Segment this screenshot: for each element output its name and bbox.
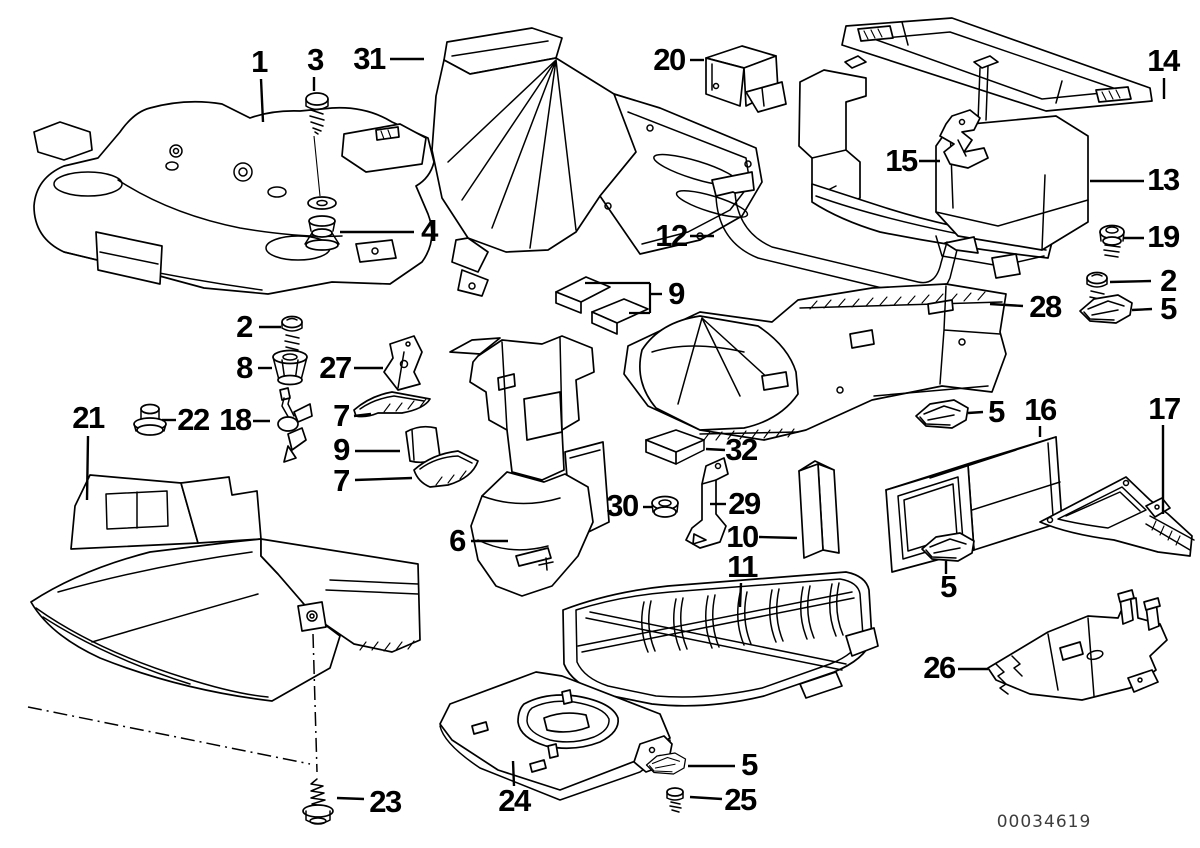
part-1-panel <box>33 100 435 295</box>
part-5-clip <box>915 399 969 429</box>
callout-24: 24 <box>498 783 531 818</box>
leader-line-5 <box>967 410 984 415</box>
callout-20: 20 <box>653 42 686 77</box>
callout-22: 22 <box>177 402 210 437</box>
callout-5: 5 <box>988 394 1005 429</box>
part-8-nut <box>272 349 308 386</box>
callout-27: 27 <box>319 350 352 385</box>
part-9-pieces <box>555 276 649 335</box>
callout-3: 3 <box>307 42 324 77</box>
part-13-duct <box>798 55 1089 279</box>
callout-31: 31 <box>353 41 386 76</box>
leader-line-1 <box>259 78 265 123</box>
part-16-duct <box>885 436 1063 573</box>
callout-9: 9 <box>668 276 685 311</box>
part-5-clip <box>1079 294 1133 324</box>
callout-7: 7 <box>333 398 350 433</box>
callout-26: 26 <box>923 650 956 685</box>
leader-line-28 <box>989 302 1024 308</box>
part-15-bracket <box>939 109 989 169</box>
callout-21: 21 <box>72 400 105 435</box>
callout-23: 23 <box>369 784 402 819</box>
callout-16: 16 <box>1024 392 1057 427</box>
callout-2: 2 <box>1160 263 1177 298</box>
part-24-tray <box>439 671 673 801</box>
part-19-screw <box>1099 224 1125 258</box>
part-30-nut <box>651 495 679 518</box>
callout-29: 29 <box>728 486 761 521</box>
part-6-assembly <box>449 335 610 597</box>
callout-28: 28 <box>1029 289 1062 324</box>
part-25-screw <box>666 787 684 813</box>
part-20-bracket <box>705 45 787 113</box>
callout-32: 32 <box>725 432 758 467</box>
part-22-clip <box>133 403 167 436</box>
part-29-bracket <box>685 457 729 549</box>
part-17-tray <box>1039 476 1195 557</box>
callout-10: 10 <box>726 519 759 554</box>
callout-11: 11 <box>727 549 758 584</box>
leader-line-7 <box>353 412 372 418</box>
callout-2: 2 <box>236 309 253 344</box>
part-21-airdam <box>30 474 421 702</box>
leader-line-23 <box>336 796 365 801</box>
part-26-panel <box>987 589 1168 701</box>
callout-4: 4 <box>421 213 438 248</box>
leader-line-32 <box>705 447 726 452</box>
callout-19: 19 <box>1147 219 1180 254</box>
leader-line-24 <box>511 760 516 787</box>
aux-line <box>313 135 321 197</box>
aux-line <box>312 633 318 773</box>
part-18-bracket <box>277 387 313 463</box>
leader-line-21 <box>85 435 90 501</box>
callout-13: 13 <box>1147 162 1180 197</box>
part-7-panel <box>353 391 431 418</box>
part-27-bracket <box>383 335 423 391</box>
part-4-grommet <box>304 196 340 251</box>
callout-9: 9 <box>333 432 350 467</box>
leader-line-2 <box>1109 279 1152 284</box>
drawing-number: 00034619 <box>996 812 1092 832</box>
callout-8: 8 <box>236 350 253 385</box>
leader-line-11 <box>738 582 743 608</box>
leader-line-5 <box>1131 307 1153 312</box>
callout-7: 7 <box>333 463 350 498</box>
part-31-shield <box>431 27 763 297</box>
callout-5: 5 <box>741 747 758 782</box>
part-14-strip <box>841 17 1153 112</box>
callout-5: 5 <box>1160 291 1177 326</box>
part-28-panel <box>623 283 1007 441</box>
leader-line-7 <box>354 476 413 482</box>
callout-1: 1 <box>251 44 268 79</box>
part-7-panel <box>413 450 479 488</box>
callout-30: 30 <box>606 488 639 523</box>
callout-14: 14 <box>1147 43 1180 78</box>
part-32-piece <box>645 429 705 465</box>
callout-17: 17 <box>1148 391 1181 426</box>
part-11-ribbed-panel <box>562 571 879 707</box>
callout-5: 5 <box>940 569 957 604</box>
callout-18: 18 <box>219 402 252 437</box>
part-10-block <box>798 460 840 559</box>
leader-line-25 <box>689 795 723 801</box>
leader-line-10 <box>758 535 798 540</box>
callout-12: 12 <box>655 218 688 253</box>
aux-line <box>27 706 311 765</box>
part-3-screw <box>305 92 329 135</box>
part-23-screw <box>302 778 334 825</box>
callout-6: 6 <box>449 523 466 558</box>
callout-25: 25 <box>724 782 757 817</box>
leader-lines <box>27 57 1166 801</box>
callout-15: 15 <box>885 143 918 178</box>
